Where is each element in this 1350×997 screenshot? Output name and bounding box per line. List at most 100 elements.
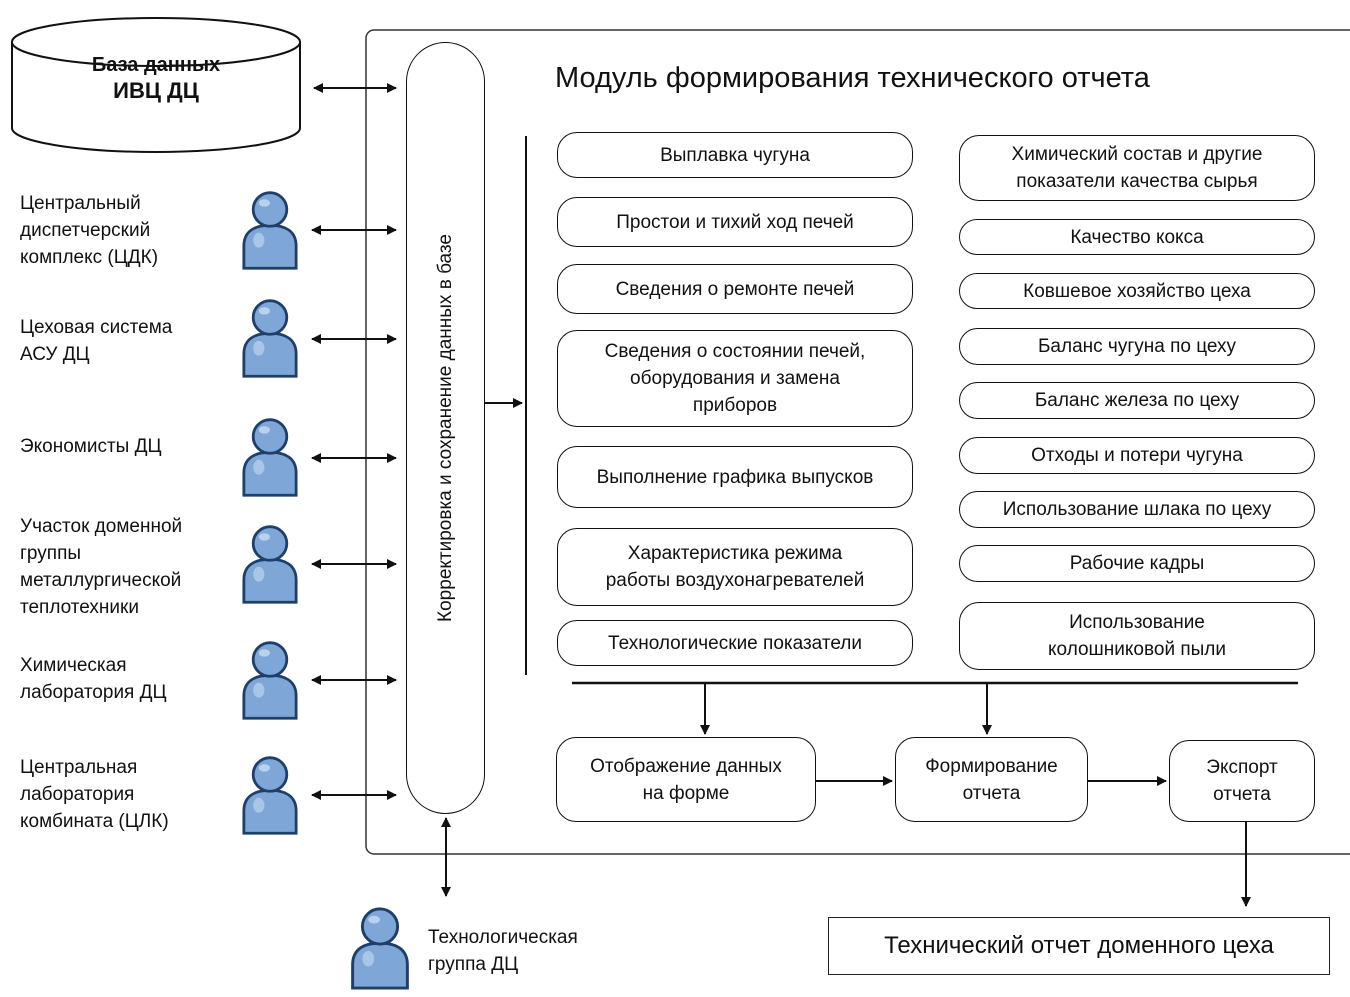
text-line: отчета [1213,784,1271,805]
report-block-text: Качество кокса [1070,224,1203,251]
report-block-text: Рабочие кадры [1070,550,1205,577]
text-line: АСУ ДЦ [20,344,90,365]
text-line: на форме [642,782,730,804]
text-line: приборов [692,395,778,416]
text-line: Простои и тихий ход печей [616,211,854,233]
text-line: отчета [962,782,1021,804]
final-report-label: Технический отчет доменного цеха [884,932,1274,959]
report-block-text: Отходы и потери чугуна [1031,442,1243,469]
person-icon [238,188,302,277]
text-line: Ковшевое хозяйство цеха [1023,280,1251,302]
person-icon [238,522,302,611]
text-line: Химическая [20,655,127,676]
report-block-text: Ковшевое хозяйство цеха [1023,278,1251,305]
text-line: диспетчерский [20,220,151,241]
correction-bar: Корректировка и сохранение данных в базе [406,42,485,814]
text-line: показатели качества сырья [1016,171,1258,192]
database-label: База данных ИВЦ ДЦ [91,54,221,103]
report-block-text: Использование колошниковой пыли [1048,609,1226,663]
text-line: Сведения о ремонте печей [615,278,855,300]
report-block: Выполнение графика выпусков [557,446,913,508]
text-line: лаборатория ДЦ [20,682,167,703]
report-block: Сведения о состоянии печей, оборудования … [557,330,913,427]
report-block: Баланс чугуна по цеху [959,328,1315,365]
report-block-text: Выполнение графика выпусков [597,464,874,491]
text-line: Баланс железа по цеху [1034,390,1240,411]
text-line: Использование [1069,612,1205,633]
text-line: Отображение данных [590,755,782,777]
report-block: Использование шлака по цеху [959,491,1315,528]
text-line: Центральный [20,193,141,214]
text-line: Центральная [20,757,138,778]
report-block: Формирование отчета [895,737,1088,822]
text-line: Баланс чугуна по цеху [1037,336,1237,357]
report-block: Баланс железа по цеху [959,382,1315,419]
actor-label: Центральный диспетчерский комплекс (ЦДК) [20,190,158,271]
report-block-text: Характеристика режима работы воздухонагре… [606,540,865,594]
text-line: Экономисты ДЦ [20,436,162,457]
module-title: Модуль формирования технического отчета [555,62,1150,94]
text-line: работы воздухонагревателей [605,570,865,591]
text-line: Выполнение графика выпусков [596,466,874,488]
report-block: Качество кокса [959,219,1315,255]
person-icon [238,296,302,385]
text-line: Характеристика режима [627,543,843,564]
report-block: Характеристика режима работы воздухонагре… [557,528,913,606]
actor-label: Экономисты ДЦ [20,433,162,460]
report-block: Рабочие кадры [959,545,1315,582]
person-icon [346,904,414,997]
person-icon [238,415,302,504]
report-block: Ковшевое хозяйство цеха [959,273,1315,309]
module-frame [365,29,1350,855]
report-block-text: Сведения о состоянии печей, оборудования … [605,338,866,419]
database-cylinder [11,17,301,153]
text-line: Качество кокса [1070,226,1204,248]
report-block-text: Сведения о ремонте печей [616,276,855,303]
report-block: Выплавка чугуна [557,132,913,178]
text-line: Формирование [925,755,1058,777]
text-line: группа ДЦ [428,954,519,975]
report-block: Экспорт отчета [1169,740,1315,822]
text-line: Цеховая система [20,317,173,338]
report-block-text: Выплавка чугуна [660,142,810,169]
report-block: Технологические показатели [557,620,913,666]
text-line: Сведения о состоянии печей, [604,341,866,362]
text-line: комбината (ЦЛК) [20,811,169,832]
report-block-text: Формирование отчета [925,753,1058,807]
correction-bar-label: Корректировка и сохранение данных в базе [434,234,456,622]
text-line: колошниковой пыли [1048,639,1226,660]
report-block-text: Простои и тихий ход печей [616,209,854,236]
report-block: Простои и тихий ход печей [557,197,913,247]
report-block: Сведения о ремонте печей [557,264,913,314]
text-line: Рабочие кадры [1069,553,1205,574]
report-block-text: Экспорт отчета [1206,754,1277,808]
report-block-text: Технологические показатели [608,630,862,657]
text-line: оборудования и замена [630,368,840,389]
text-line: Экспорт [1206,757,1278,778]
text-line: металлургической [20,570,182,591]
actor-label: Центральная лаборатория комбината (ЦЛК) [20,754,169,835]
text-line: Участок доменной [20,516,183,537]
text-line: комплекс (ЦДК) [20,247,159,268]
report-block-text: Отображение данных на форме [590,753,782,807]
text-line: Технологические показатели [608,632,862,654]
actor-label: Химическая лаборатория ДЦ [20,652,167,706]
report-block-text: Баланс чугуна по цеху [1038,333,1236,360]
person-icon [238,753,302,842]
person-icon [238,638,302,727]
report-block: Отображение данных на форме [556,737,816,822]
report-block: Отходы и потери чугуна [959,437,1315,474]
text-line: Выплавка чугуна [660,144,810,166]
text-line: лаборатория [20,784,135,805]
final-report-box: Технический отчет доменного цеха [828,917,1330,975]
text-line: Использование шлака по цеху [1002,499,1272,520]
text-line: теплотехники [20,597,139,618]
text-line: Отходы и потери чугуна [1031,445,1243,466]
